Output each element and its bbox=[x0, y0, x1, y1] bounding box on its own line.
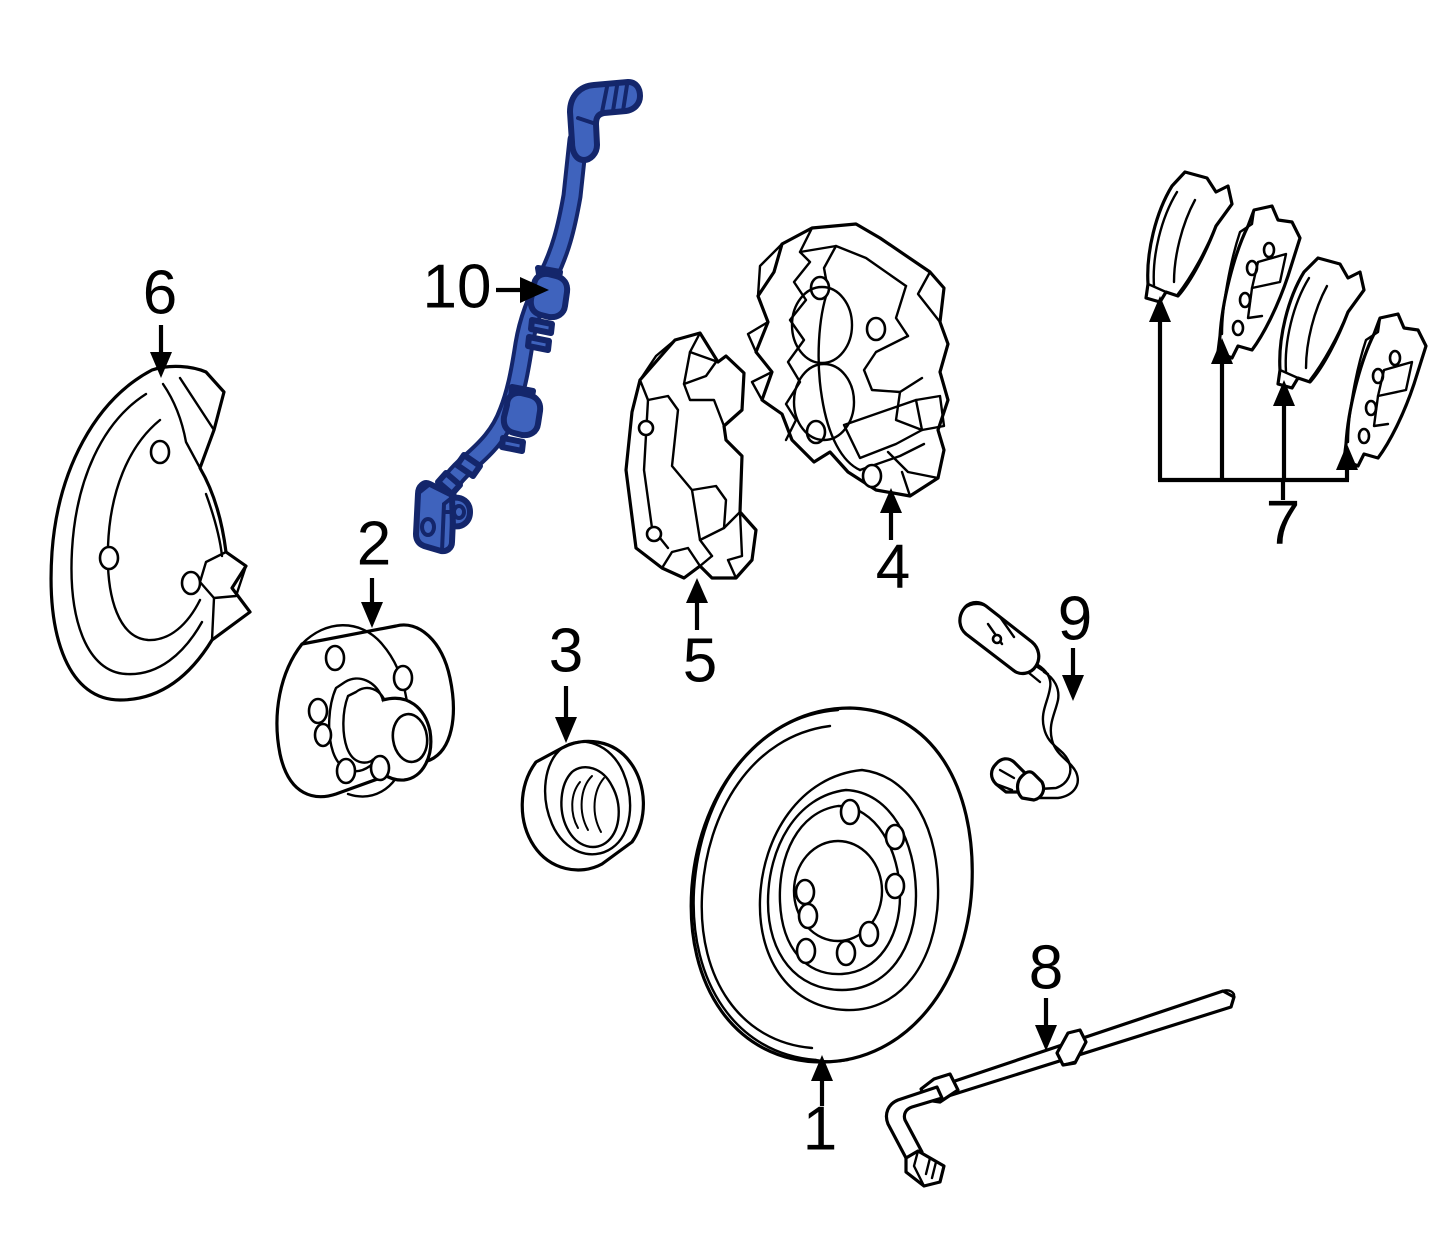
part-8-brake-line-tube bbox=[884, 989, 1236, 1188]
brake-pad-2 bbox=[1216, 204, 1302, 360]
brake-pad-4 bbox=[1342, 312, 1428, 468]
part-1-brake-rotor-disc bbox=[689, 706, 974, 1064]
part-7-brake-pad-set bbox=[1144, 170, 1428, 468]
leader-8 bbox=[1035, 998, 1057, 1051]
brake-pad-1 bbox=[1144, 170, 1234, 304]
part-4-brake-caliper bbox=[746, 222, 950, 498]
leader-7-bracket bbox=[1149, 296, 1358, 500]
part-2-wheel-hub bbox=[275, 623, 455, 799]
callout-label-3: 3 bbox=[549, 616, 583, 685]
callout-label-7: 7 bbox=[1266, 488, 1300, 557]
callout-label-8: 8 bbox=[1029, 933, 1063, 1002]
callout-label-10: 10 bbox=[423, 252, 492, 321]
leader-10 bbox=[496, 277, 549, 303]
callout-label-9: 9 bbox=[1058, 584, 1092, 653]
leader-6 bbox=[150, 325, 172, 378]
leader-5 bbox=[686, 578, 708, 630]
leader-3 bbox=[555, 686, 577, 743]
leader-9 bbox=[1062, 648, 1084, 701]
part-3-wheel-bearing bbox=[520, 739, 645, 872]
leader-1 bbox=[811, 1055, 833, 1106]
callout-label-5: 5 bbox=[683, 626, 717, 695]
brake-pad-3 bbox=[1276, 256, 1366, 390]
leader-2 bbox=[361, 578, 383, 628]
callout-label-1: 1 bbox=[803, 1094, 837, 1163]
part-6-brake-dust-shield bbox=[49, 364, 252, 702]
leader-4 bbox=[880, 488, 902, 540]
callout-label-4: 4 bbox=[876, 532, 910, 601]
callout-label-6: 6 bbox=[143, 258, 177, 327]
part-9-abs-wheel-speed-sensor bbox=[958, 600, 1079, 802]
part-10-brake-hydraulic-hose[interactable] bbox=[413, 79, 643, 555]
callout-label-2: 2 bbox=[357, 509, 391, 578]
part-5-caliper-mounting-bracket bbox=[624, 331, 758, 580]
